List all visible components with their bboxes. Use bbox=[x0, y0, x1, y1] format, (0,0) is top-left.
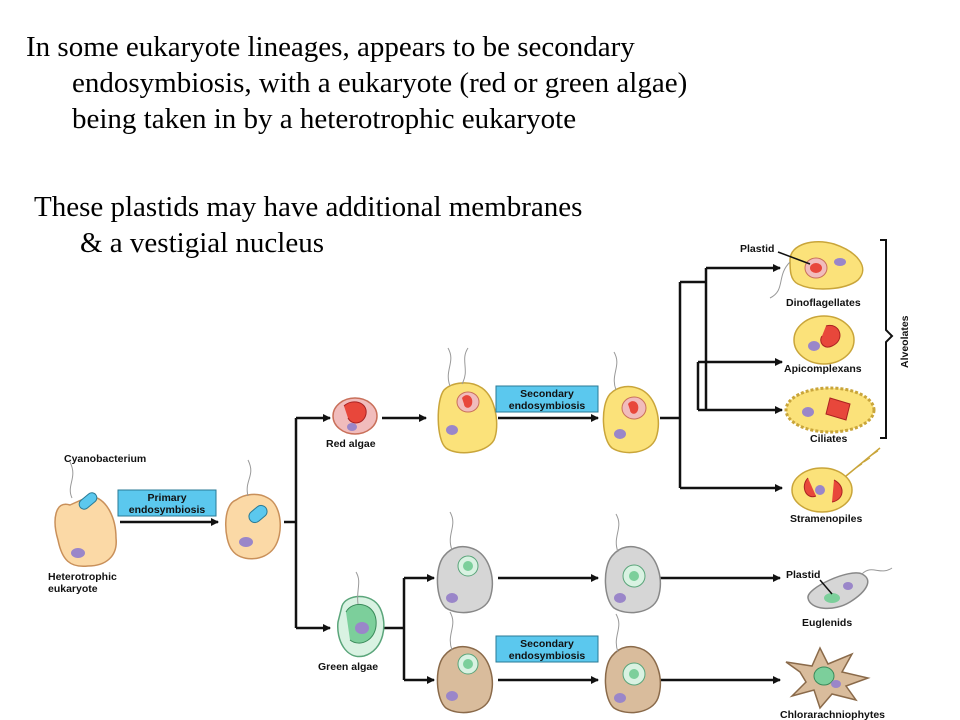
stramenopiles-label: Stramenopiles bbox=[790, 513, 863, 525]
tan-host-cell-1 bbox=[436, 611, 494, 714]
secondary-top-label-line-2: endosymbiosis bbox=[509, 400, 586, 412]
dinoflagellate-cell bbox=[769, 240, 864, 299]
alveolates-label: Alveolates bbox=[899, 315, 911, 368]
green-algae-label: Green algae bbox=[318, 661, 378, 673]
chlorarachniophytes-label: Chlorarachniophytes bbox=[780, 709, 885, 720]
paragraph-2-line-2: & a vestigial nucleus bbox=[80, 227, 325, 259]
secondary-bottom-label-line-1: Secondary bbox=[520, 638, 574, 650]
gray-host-cell-2 bbox=[604, 513, 662, 614]
plastid-label-top: Plastid bbox=[740, 243, 774, 255]
heterotrophic-label-line-2: eukaryote bbox=[48, 583, 98, 595]
stramenopile-cell bbox=[791, 447, 881, 513]
gray-host-cell-1 bbox=[436, 511, 494, 614]
euglenid-cell bbox=[807, 567, 893, 610]
apicomplexans-label: Apicomplexans bbox=[784, 363, 862, 375]
alveolates-bracket bbox=[880, 239, 894, 439]
primary-host-cell bbox=[225, 459, 281, 560]
primary-label-line-2: endosymbiosis bbox=[129, 504, 206, 516]
plastid-label-bottom: Plastid bbox=[786, 569, 820, 581]
secondary-endosymbiosis-box-bottom: Secondary endosymbiosis bbox=[495, 635, 599, 663]
paragraph-2: These plastids may have additional membr… bbox=[34, 189, 582, 261]
primary-endosymbiosis-box: Primary endosymbiosis bbox=[117, 489, 217, 517]
paragraph-1-line-1: In some eukaryote lineages, appears to b… bbox=[26, 31, 635, 63]
green-algae-cell bbox=[337, 571, 385, 658]
heterotrophic-label-line-1: Heterotrophic bbox=[48, 571, 117, 583]
secondary-host-yellow-cell bbox=[437, 347, 498, 454]
secondary-endosymbiosis-box-top: Secondary endosymbiosis bbox=[495, 385, 599, 413]
paragraph-1-line-3: being taken in by a heterotrophic eukary… bbox=[72, 103, 577, 135]
tan-host-cell-2 bbox=[604, 613, 662, 714]
cyanobacterium-label: Cyanobacterium bbox=[64, 453, 146, 465]
post-secondary-yellow-cell bbox=[602, 351, 660, 454]
tree-lines bbox=[120, 264, 783, 684]
paragraph-1: In some eukaryote lineages, appears to b… bbox=[26, 29, 687, 137]
plastid-pointer-bottom bbox=[819, 579, 833, 595]
dinoflagellates-label: Dinoflagellates bbox=[786, 297, 861, 309]
primary-label-line-1: Primary bbox=[147, 492, 186, 504]
paragraph-2-line-1: These plastids may have additional membr… bbox=[34, 191, 583, 223]
plastid-pointer-top bbox=[777, 251, 811, 265]
ciliates-label: Ciliates bbox=[810, 433, 848, 445]
paragraph-1-line-2: endosymbiosis, with a eukaryote (red or … bbox=[72, 67, 688, 99]
euglenids-label: Euglenids bbox=[802, 617, 852, 629]
red-algae-cell bbox=[332, 397, 378, 435]
ciliate-cell bbox=[784, 386, 876, 434]
heterotrophic-eukaryote-cell bbox=[54, 461, 117, 568]
secondary-bottom-label-line-2: endosymbiosis bbox=[509, 650, 586, 662]
secondary-top-label-line-1: Secondary bbox=[520, 388, 574, 400]
chlorarachniophyte-cell bbox=[785, 646, 871, 710]
red-algae-label: Red algae bbox=[326, 438, 376, 450]
apicomplexan-cell bbox=[793, 315, 855, 365]
